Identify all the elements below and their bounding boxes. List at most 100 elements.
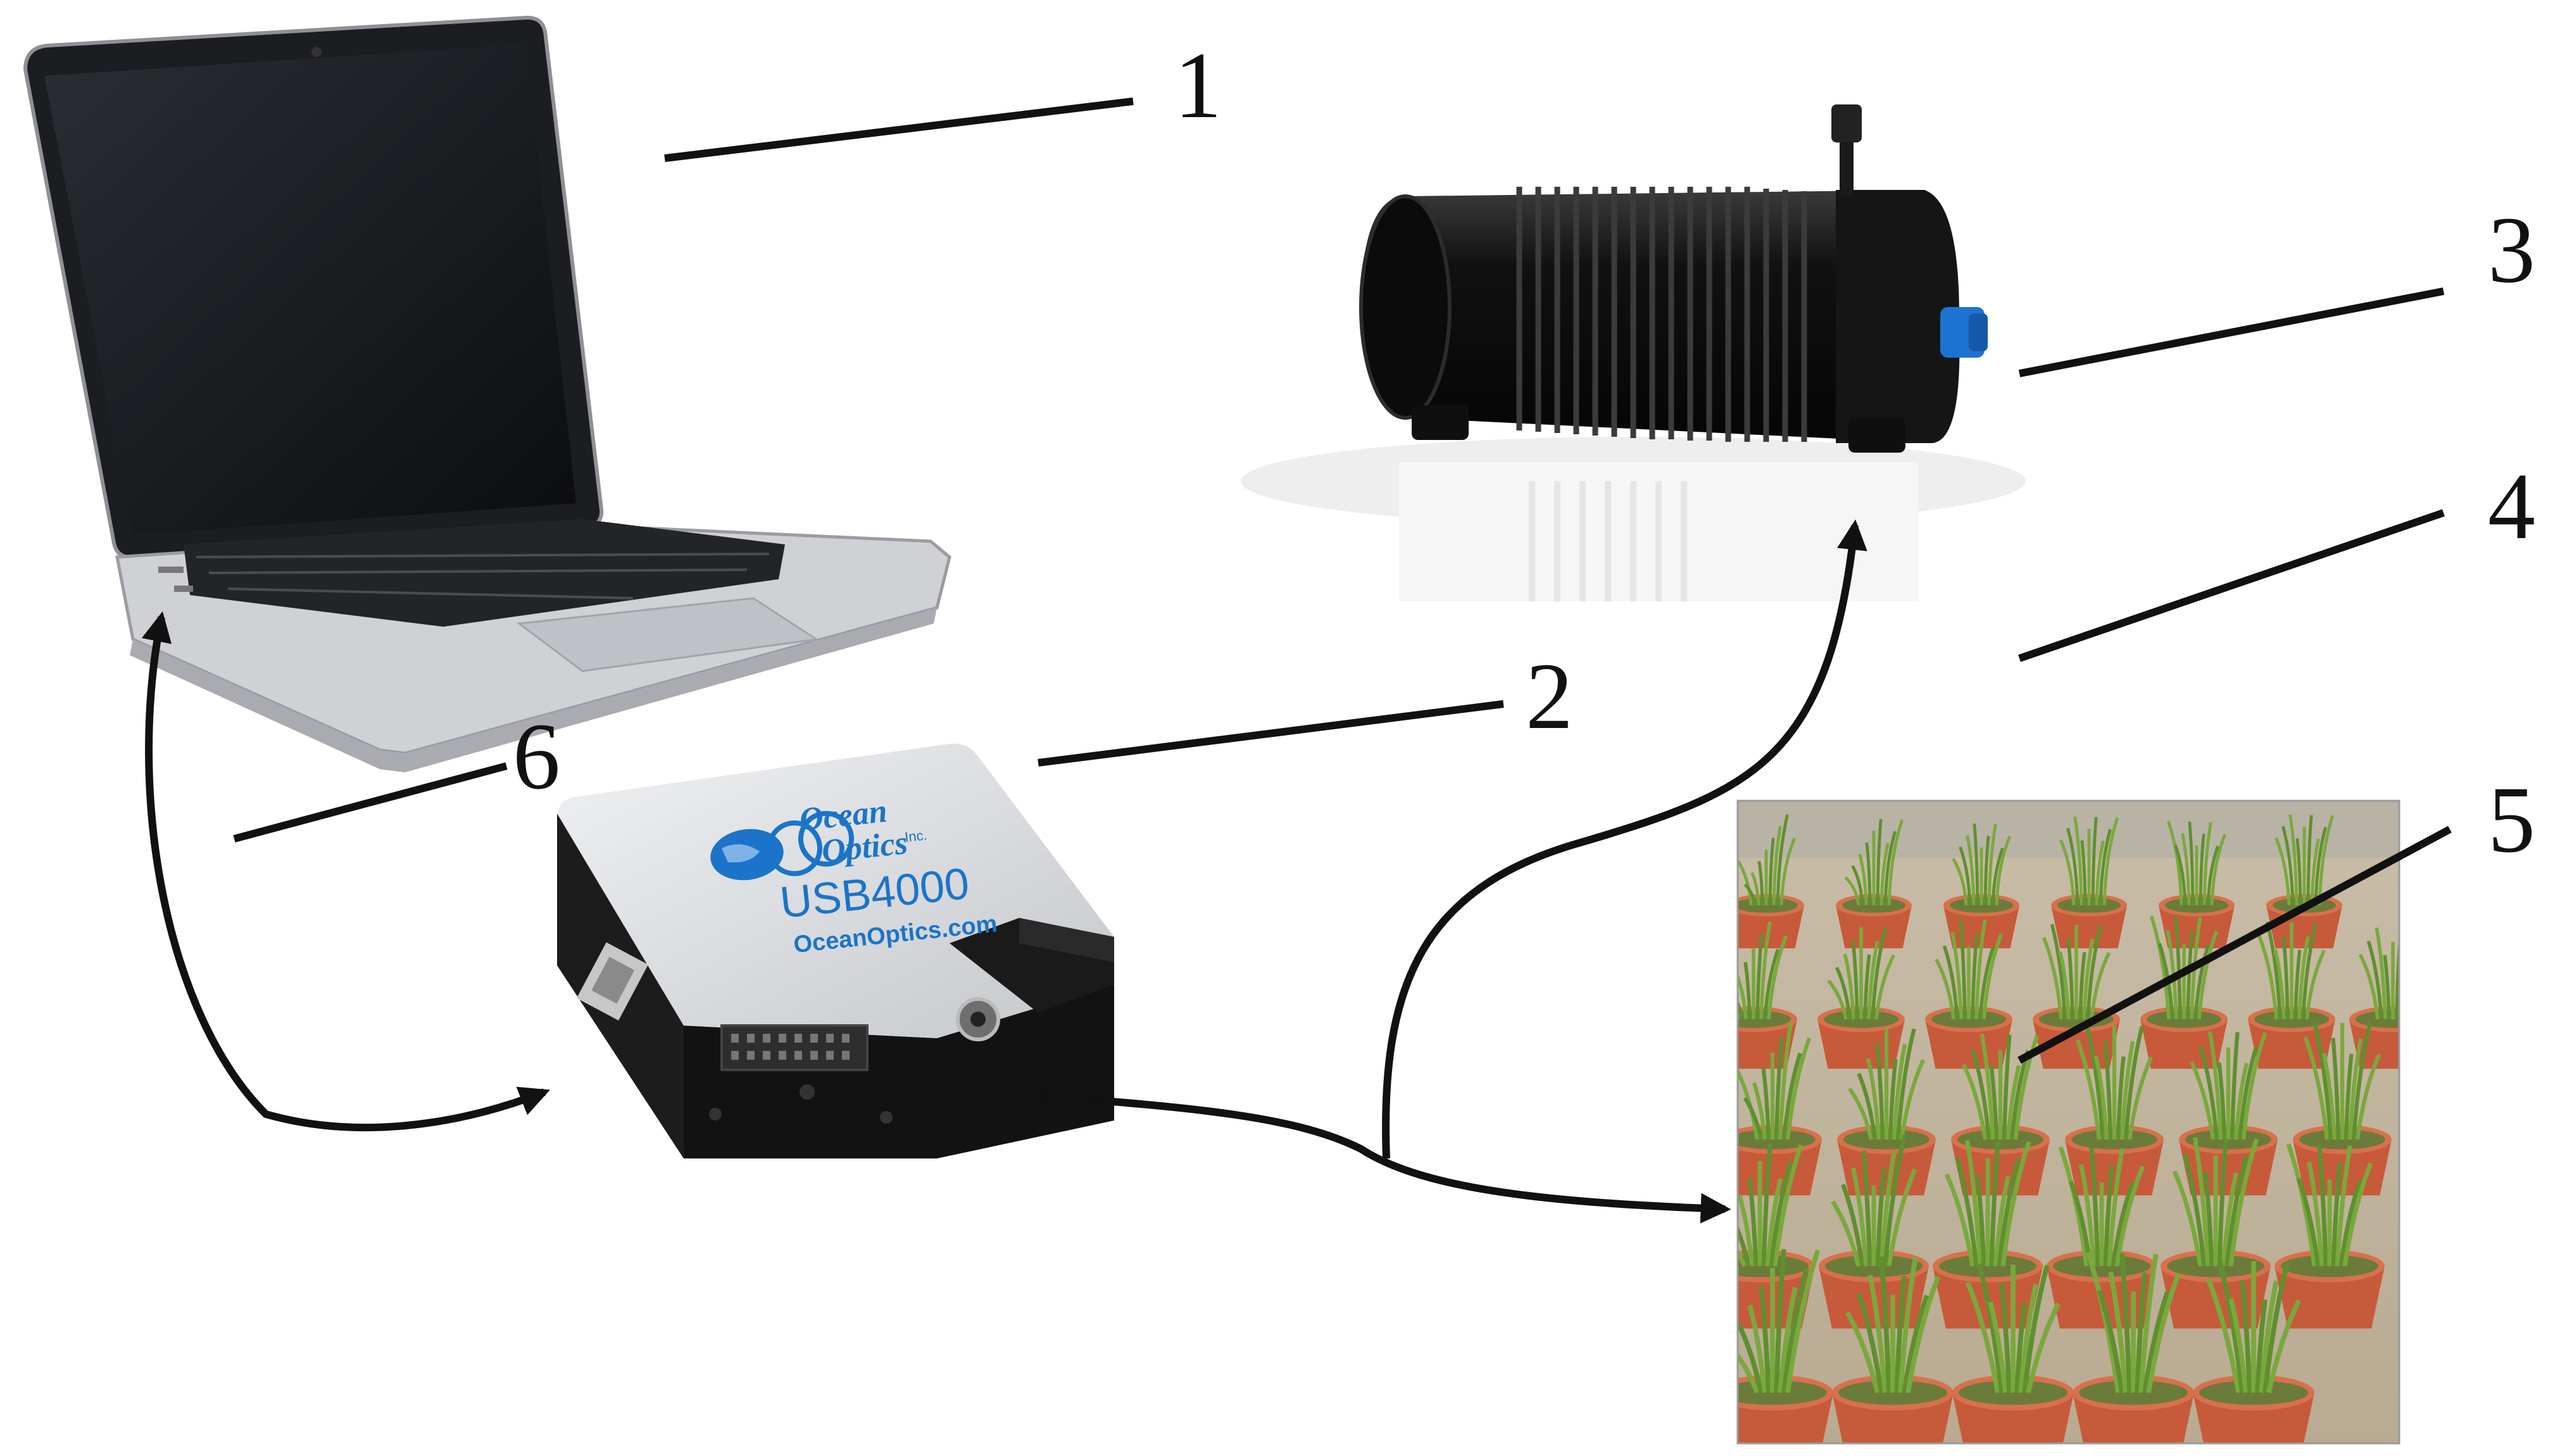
plant-leaf bbox=[1892, 1043, 1907, 1140]
plant-leaf bbox=[2174, 916, 2182, 1020]
spectrometer-brand-suffix: Inc. bbox=[904, 827, 928, 845]
plant-leaf bbox=[1961, 1064, 1988, 1140]
plant-leaf bbox=[1785, 1249, 1821, 1393]
plant-leaf bbox=[1997, 1158, 2021, 1267]
plant-leaf bbox=[2335, 1145, 2352, 1267]
plant-leaf bbox=[1785, 1037, 1812, 1140]
plant-leaf bbox=[2127, 1056, 2154, 1140]
plant-leaf bbox=[1863, 954, 1871, 1020]
plant-leaf bbox=[2344, 1053, 2354, 1140]
plant-leaf bbox=[1875, 1043, 1885, 1140]
plant-leaf bbox=[1876, 819, 1883, 906]
plant-leaf bbox=[1950, 932, 1963, 1020]
plant-leaf bbox=[1743, 962, 1752, 1020]
potted-plants-photo bbox=[1738, 801, 2399, 1443]
plant-leaf bbox=[2142, 1291, 2170, 1393]
plant-leaf bbox=[2075, 1039, 2102, 1140]
plant-leaf bbox=[1894, 1276, 1907, 1393]
plant-leaf bbox=[1974, 919, 1987, 1020]
light-source-icon bbox=[1241, 104, 2026, 601]
plant-leaf bbox=[1898, 1257, 1918, 1393]
plant-leaf bbox=[2078, 951, 2086, 1020]
plant-leaf bbox=[1778, 1022, 1793, 1140]
plant-leaf bbox=[2241, 1032, 2268, 1140]
plant-leaf bbox=[1989, 1141, 2000, 1267]
plant-leaf bbox=[2172, 1170, 2203, 1267]
plant-leaf bbox=[1982, 932, 2004, 1020]
plant-leaf bbox=[2347, 1038, 2363, 1140]
plant-leaf bbox=[1887, 819, 1904, 906]
plant-leaf bbox=[1738, 860, 1753, 906]
plant-leaf bbox=[2082, 938, 2095, 1020]
plant-leaf bbox=[2166, 929, 2178, 1020]
plant-leaf bbox=[1773, 1144, 1804, 1267]
label-5: 5 bbox=[2488, 767, 2535, 872]
leader-line-5 bbox=[2017, 825, 2452, 1064]
plant-leaf bbox=[2281, 825, 2295, 906]
plant-leaf bbox=[1983, 836, 1990, 906]
arrow-spectrometer-plants bbox=[1022, 1081, 1731, 1224]
plant-leaf bbox=[1844, 876, 1860, 906]
plant-leaf bbox=[2026, 1302, 2061, 1393]
plant-leaf bbox=[1779, 838, 1797, 906]
plant-leaf bbox=[2138, 1253, 2159, 1393]
plant-leaf bbox=[1769, 1161, 1793, 1267]
plant-leaf bbox=[1865, 842, 1872, 906]
plant-leaf bbox=[2297, 936, 2310, 1020]
plant-leaf bbox=[2089, 1147, 2100, 1267]
plant-leaf bbox=[2097, 1290, 2124, 1393]
plant-leaf bbox=[1991, 847, 2004, 906]
plant-leaf bbox=[1987, 824, 1997, 906]
label-3: 3 bbox=[2488, 198, 2535, 303]
plant-leaf bbox=[1738, 1004, 1740, 1020]
label-2: 2 bbox=[1526, 644, 1573, 749]
plant-leaf bbox=[2022, 1265, 2050, 1393]
plant-leaf bbox=[2203, 1172, 2214, 1267]
plant-leaf bbox=[2199, 1046, 2219, 1140]
plant-leaf bbox=[1871, 927, 1888, 1020]
plant-leaf bbox=[2314, 827, 2327, 906]
plant-leaf bbox=[1851, 865, 1864, 906]
plant-leaf bbox=[1995, 836, 2012, 906]
label-6: 6 bbox=[513, 704, 560, 809]
plant-leaf bbox=[2228, 1138, 2259, 1267]
plant-pot bbox=[1925, 1019, 2012, 1069]
plant-leaf bbox=[2193, 1137, 2211, 1267]
label-4: 4 bbox=[2488, 454, 2535, 559]
plant-pot bbox=[2051, 905, 2127, 948]
plant-leaf bbox=[2013, 1034, 2040, 1140]
plant-leaf bbox=[2303, 1036, 2330, 1140]
plant-leaf bbox=[1899, 1058, 1926, 1140]
plant-leaf bbox=[1738, 1194, 1755, 1267]
plant-leaf bbox=[2102, 817, 2119, 906]
plant-leaf bbox=[1857, 1072, 1878, 1140]
plant-leaf bbox=[1856, 1293, 1884, 1393]
plant-leaf bbox=[1973, 823, 1980, 906]
plant-leaf bbox=[1905, 1276, 1941, 1393]
plant-leaf bbox=[1761, 1144, 1773, 1267]
spectrometer-brand-line2: Optics bbox=[820, 825, 909, 870]
plant-leaf bbox=[2050, 924, 2067, 1020]
plant-leaf bbox=[1965, 1140, 1983, 1267]
plant-leaf bbox=[1944, 1173, 1975, 1267]
plant-leaf bbox=[1971, 1048, 1992, 1140]
plant-leaf bbox=[2199, 833, 2205, 906]
plant-leaf bbox=[1743, 1096, 1764, 1140]
plant-leaf bbox=[1952, 858, 1968, 906]
plant-leaf bbox=[1988, 1301, 2008, 1393]
plant-leaf bbox=[2366, 940, 2383, 1020]
leader-line-2 bbox=[1038, 700, 1504, 767]
plant-leaf bbox=[2318, 815, 2335, 906]
plant-leaf bbox=[1841, 1184, 1865, 1267]
plant-leaf bbox=[1738, 1067, 1760, 1140]
plant-leaf bbox=[2312, 1022, 2333, 1140]
plant-leaf bbox=[1738, 999, 1744, 1020]
plant-leaf bbox=[2103, 1040, 2113, 1140]
plant-leaf bbox=[1867, 941, 1879, 1020]
plant-leaf bbox=[1959, 846, 1972, 906]
plant-leaf bbox=[2296, 1177, 2321, 1267]
plant-leaf bbox=[1965, 1281, 2000, 1393]
plant-leaf bbox=[2331, 1162, 2342, 1267]
plant-leaf bbox=[1851, 940, 1859, 1020]
